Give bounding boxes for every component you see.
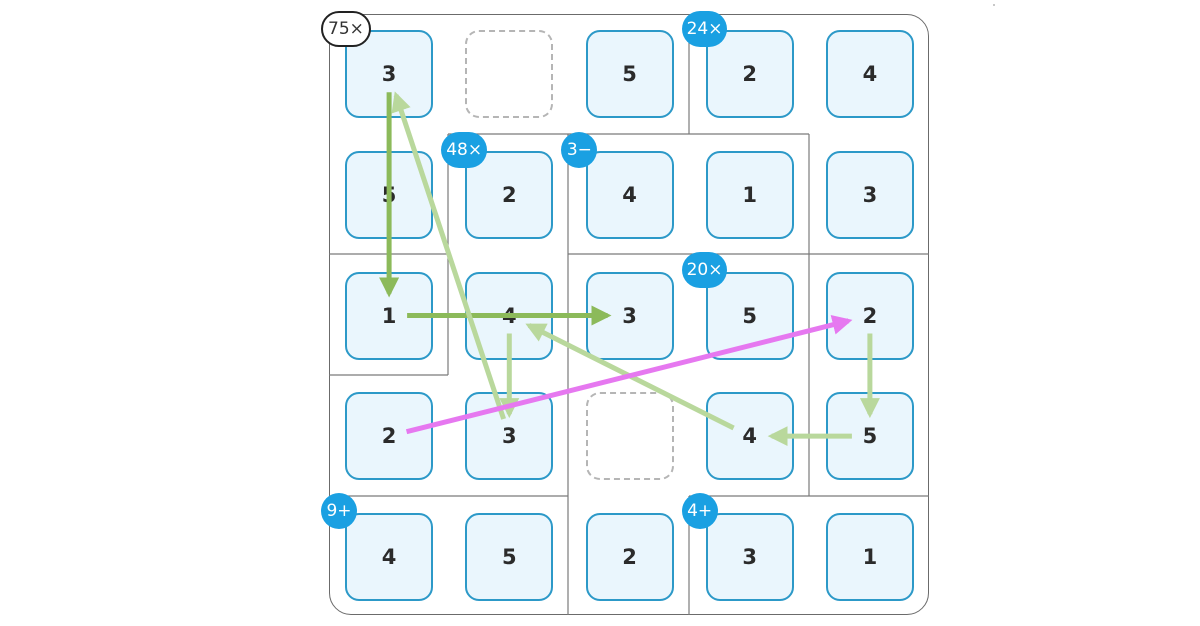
- cage-clue-badge: 20×: [681, 252, 728, 289]
- grid-cell[interactable]: 4: [465, 271, 554, 360]
- grid-cell[interactable]: 5: [585, 30, 674, 119]
- grid-cell[interactable]: 2: [825, 271, 914, 360]
- grid-cell[interactable]: 1: [825, 512, 914, 601]
- cage-clue-badge: 48×: [441, 131, 488, 168]
- empty-cell[interactable]: [465, 30, 554, 119]
- cage-clue-badge: 75×: [321, 11, 371, 47]
- grid-cell[interactable]: 4: [825, 30, 914, 119]
- grid-cell[interactable]: 3: [465, 392, 554, 481]
- cage-clue-badge: 24×: [681, 11, 728, 47]
- grid-cell[interactable]: 4: [705, 392, 794, 481]
- grid-cell[interactable]: 1: [345, 271, 434, 360]
- grid-cell[interactable]: 2: [705, 30, 794, 119]
- cage-clue-badge: 9+: [321, 493, 357, 530]
- grid-cell[interactable]: 3: [705, 512, 794, 601]
- empty-cell[interactable]: [585, 392, 674, 481]
- grid-cell[interactable]: 5: [345, 150, 434, 239]
- grid-cell[interactable]: 4: [345, 512, 434, 601]
- stray-dot: [993, 4, 995, 6]
- grid-cell[interactable]: 3: [825, 150, 914, 239]
- grid-cell[interactable]: 2: [585, 512, 674, 601]
- grid-cell[interactable]: 1: [705, 150, 794, 239]
- cage-clue-badge: 4+: [681, 493, 718, 530]
- grid-cell[interactable]: 2: [345, 392, 434, 481]
- grid-cell[interactable]: 4: [585, 150, 674, 239]
- grid-cell[interactable]: 3: [585, 271, 674, 360]
- grid-cell[interactable]: 5: [825, 392, 914, 481]
- grid-cell[interactable]: 5: [465, 512, 554, 601]
- cage-clue-badge: 3−: [561, 131, 598, 168]
